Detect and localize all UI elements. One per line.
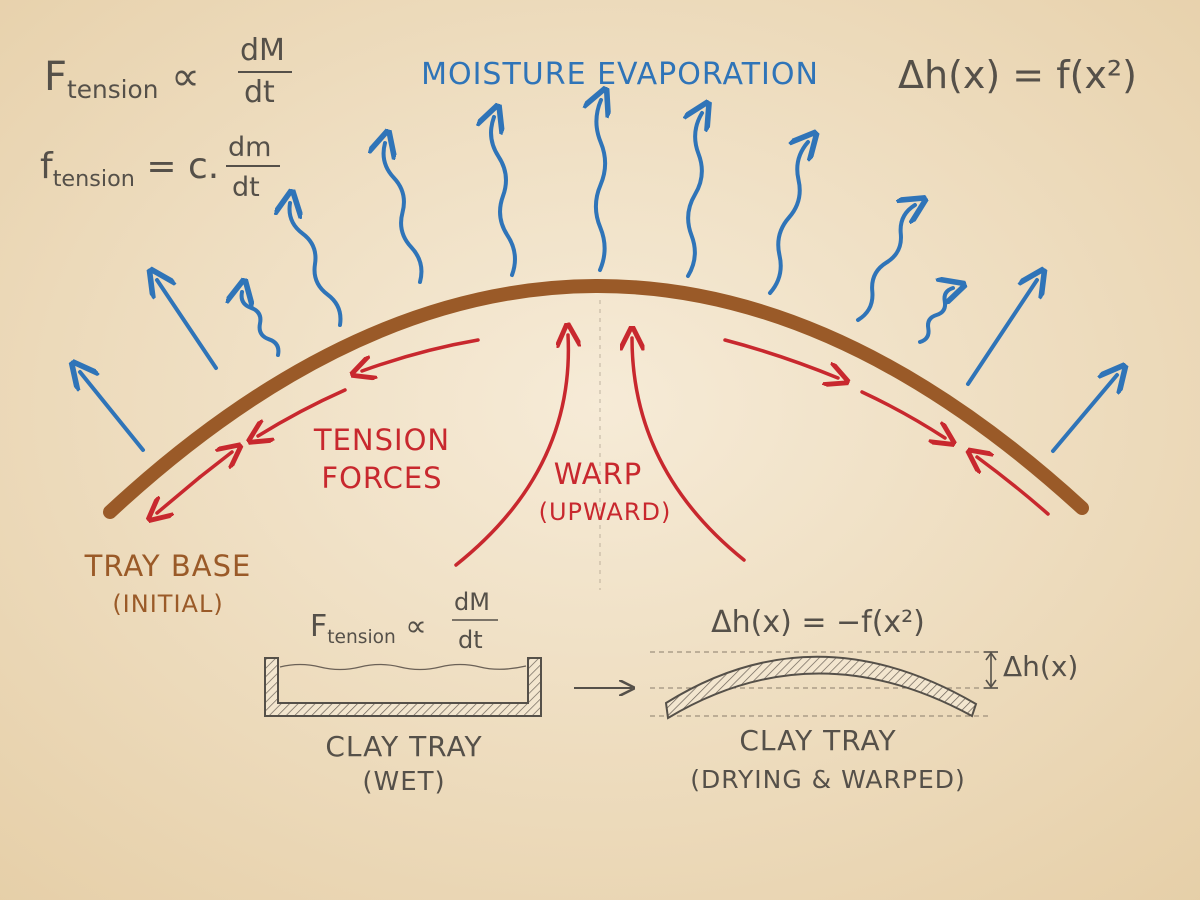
equation-delta-h-negative: Δh(x) = −f(x²) (711, 605, 925, 640)
wavy-up-arrow-icon (491, 117, 517, 277)
tension-forces-label-line1: TENSION (313, 423, 450, 457)
wet-tray-body (264, 657, 542, 717)
tray-base-arc (103, 279, 1089, 519)
wavy-up-arrow-icon (290, 203, 343, 327)
warped-tray-label: CLAY TRAY (739, 724, 896, 757)
wavy-up-arrow-icon (918, 288, 953, 344)
wavy-up-arrow-icon (1051, 375, 1117, 453)
wet-clay-tray (264, 657, 542, 717)
tension-arrow (362, 338, 480, 371)
delta-h-marker-label: Δh(x) (1003, 650, 1078, 683)
wavy-up-arrow-icon (242, 292, 281, 357)
wavy-up-arrow-icon (688, 113, 702, 278)
tension-arrow (157, 475, 202, 513)
moisture-evaporation-label: MOISTURE EVAPORATION (421, 57, 819, 92)
wavy-up-arrow-icon (768, 142, 808, 295)
tension-arrow (198, 452, 232, 479)
delta-h-dimension-marker (984, 651, 998, 689)
tension-forces-label-line2: FORCES (321, 461, 442, 495)
warp-arrows (454, 335, 746, 567)
wavy-up-arrow-icon (596, 100, 605, 272)
wavy-up-arrow-icon (384, 143, 424, 284)
equation-2-numerator: dm (228, 132, 271, 163)
warp-arrow-right (632, 338, 746, 562)
wavy-up-arrow-icon (157, 280, 218, 370)
tension-arrow (258, 388, 347, 436)
equation-4-numerator: dM (454, 588, 490, 616)
equation-f-tension-c: ftension = c. (40, 146, 219, 192)
tray-base-sub-label: (INITIAL) (112, 590, 223, 618)
wet-tray-sub-label: (WET) (362, 767, 445, 797)
tension-arrow (977, 457, 1050, 516)
equation-2-denominator: dt (232, 172, 260, 203)
evaporation-arrows (80, 100, 1117, 453)
wavy-up-arrow-icon (966, 280, 1037, 386)
equation-4-denominator: dt (458, 626, 483, 654)
wavy-up-arrow-icon (856, 205, 915, 322)
tension-arrows (157, 338, 1050, 516)
warped-tray-body (664, 655, 978, 720)
warp-label: WARP (554, 457, 643, 491)
equation-f-tension-prop: Ftension ∝ (44, 54, 200, 104)
tension-arrow (860, 390, 945, 438)
tray-base-label: TRAY BASE (84, 549, 252, 583)
wet-tray-water-surface (279, 663, 527, 671)
warped-clay-tray: Δh(x) (650, 650, 1078, 720)
wet-tray-label: CLAY TRAY (325, 730, 482, 763)
equation-f-tension-lower: Ftension ∝ (310, 609, 427, 648)
warped-tray-sub-label: (DRYING & WARPED) (690, 765, 966, 794)
equation-1-numerator: dM (240, 33, 285, 68)
warp-sub-label: (UPWARD) (539, 498, 672, 526)
equation-delta-h: Δh(x) = f(x²) (898, 53, 1137, 97)
warp-arrow-left (454, 335, 568, 567)
wavy-up-arrow-icon (80, 372, 145, 452)
equation-1-denominator: dt (244, 75, 275, 110)
tension-arrow (723, 338, 838, 378)
